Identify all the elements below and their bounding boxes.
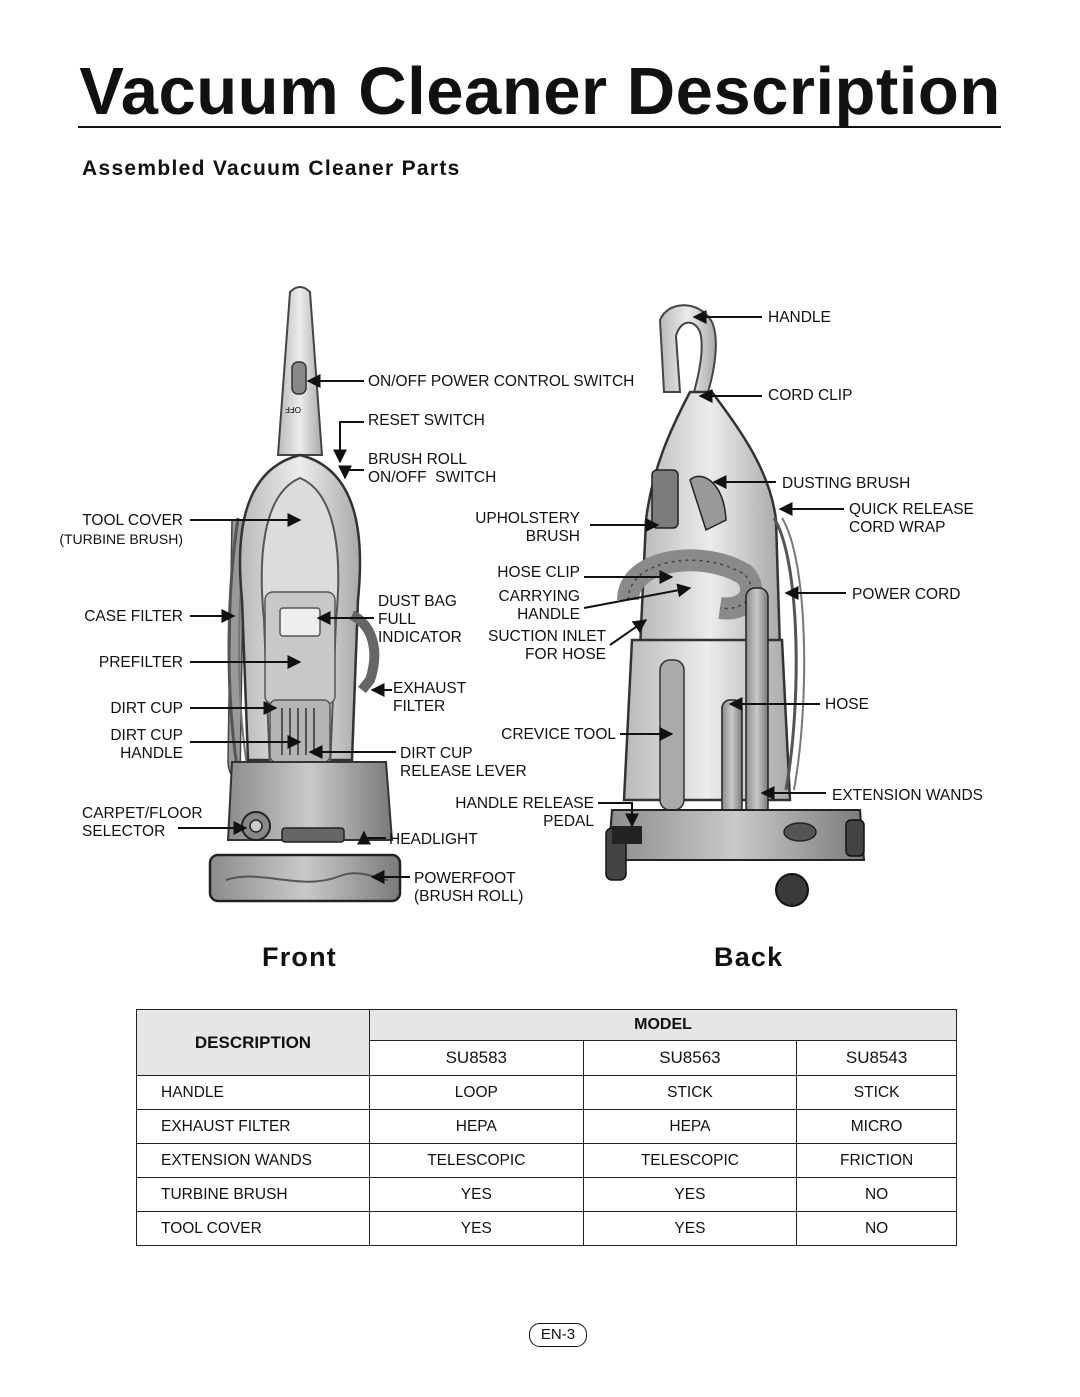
model-spec-table: DESCRIPTION MODEL SU8583 SU8563 SU8543 H… — [136, 1009, 957, 1246]
page-title: Vacuum Cleaner Description — [79, 54, 1001, 129]
label-upholstery-brush: UPHOLSTERY BRUSH — [475, 510, 580, 545]
table-cell: MICRO — [796, 1109, 957, 1144]
table-cell: HEPA — [369, 1109, 584, 1144]
label-hose: HOSE — [825, 696, 869, 713]
label-tool-cover-note: (TURBINE BRUSH) — [59, 531, 183, 547]
model-name: SU8583 — [369, 1040, 584, 1076]
label-powerfoot: POWERFOOT (BRUSH ROLL) — [414, 870, 524, 905]
label-carpet-floor-selector: CARPET/FLOOR SELECTOR — [82, 805, 203, 840]
section-heading: Assembled Vacuum Cleaner Parts — [82, 157, 461, 180]
label-handle-release-pedal: HANDLE RELEASE PEDAL — [455, 795, 594, 830]
table-cell: TELESCOPIC — [582, 1143, 798, 1178]
label-reset-switch: RESET SWITCH — [368, 412, 485, 429]
table-cell: YES — [582, 1177, 798, 1212]
label-handle: HANDLE — [768, 309, 831, 326]
model-header: MODEL — [369, 1009, 957, 1041]
label-dusting-brush: DUSTING BRUSH — [782, 475, 911, 492]
table-cell: TELESCOPIC — [369, 1143, 584, 1178]
label-power-cord: POWER CORD — [852, 586, 961, 603]
label-exhaust-filter: EXHAUST FILTER — [393, 680, 467, 715]
table-row: EXHAUST FILTER HEPA HEPA MICRO — [136, 1109, 957, 1144]
table-cell: HEPA — [582, 1109, 798, 1144]
table-cell: STICK — [796, 1075, 957, 1110]
leader-lines — [178, 310, 846, 884]
row-label: TURBINE BRUSH — [136, 1177, 370, 1212]
label-headlight: HEADLIGHT — [389, 831, 478, 848]
table-row: TURBINE BRUSH YES YES NO — [136, 1177, 957, 1212]
label-crevice-tool: CREVICE TOOL — [501, 726, 616, 743]
back-view-title: Back — [714, 942, 784, 972]
vacuum-diagram: OFF — [178, 286, 866, 907]
back-vacuum-illustration — [605, 304, 866, 907]
row-label: EXTENSION WANDS — [136, 1143, 370, 1178]
label-dirt-cup-handle: DIRT CUP HANDLE — [110, 727, 183, 762]
front-view-title: Front — [262, 942, 337, 972]
table-cell: YES — [582, 1211, 798, 1246]
table-cell: YES — [369, 1177, 584, 1212]
table-cell: LOOP — [369, 1075, 584, 1110]
model-name: SU8543 — [796, 1040, 957, 1076]
label-dirt-cup-release-lever: DIRT CUP RELEASE LEVER — [400, 745, 527, 780]
row-label: EXHAUST FILTER — [136, 1109, 370, 1144]
label-carrying-handle: CARRYING HANDLE — [498, 588, 580, 623]
label-suction-inlet: SUCTION INLET FOR HOSE — [488, 628, 606, 663]
label-hose-clip: HOSE CLIP — [497, 564, 580, 581]
table-row: TOOL COVER YES YES NO — [136, 1211, 957, 1246]
title-rule — [78, 126, 1001, 128]
model-name: SU8563 — [582, 1040, 798, 1076]
table-cell: STICK — [582, 1075, 798, 1110]
table-row: HANDLE LOOP STICK STICK — [136, 1075, 957, 1110]
label-case-filter: CASE FILTER — [84, 608, 183, 625]
label-cord-clip: CORD CLIP — [768, 387, 853, 404]
row-label: HANDLE — [136, 1075, 370, 1110]
table-row: EXTENSION WANDS TELESCOPIC TELESCOPIC FR… — [136, 1143, 957, 1178]
label-prefilter: PREFILTER — [98, 654, 183, 671]
label-dirt-cup: DIRT CUP — [110, 700, 183, 717]
table-cell: NO — [796, 1177, 957, 1212]
table-cell: YES — [369, 1211, 584, 1246]
label-on-off-switch: ON/OFF POWER CONTROL SWITCH — [368, 373, 635, 390]
description-header: DESCRIPTION — [136, 1009, 370, 1076]
label-extension-wands: EXTENSION WANDS — [832, 787, 983, 804]
label-quick-release-cord-wrap: QUICK RELEASE CORD WRAP — [849, 501, 974, 536]
label-brush-roll-switch: BRUSH ROLL ON/OFF SWITCH — [368, 451, 497, 486]
page-number-badge: EN-3 — [529, 1323, 587, 1347]
label-tool-cover: TOOL COVER — [82, 512, 183, 529]
label-dust-bag-full-indicator: DUST BAG FULL INDICATOR — [378, 593, 462, 646]
table-cell: FRICTION — [796, 1143, 957, 1178]
row-label: TOOL COVER — [136, 1211, 370, 1246]
off-mark: OFF — [285, 405, 301, 414]
table-cell: NO — [796, 1211, 957, 1246]
